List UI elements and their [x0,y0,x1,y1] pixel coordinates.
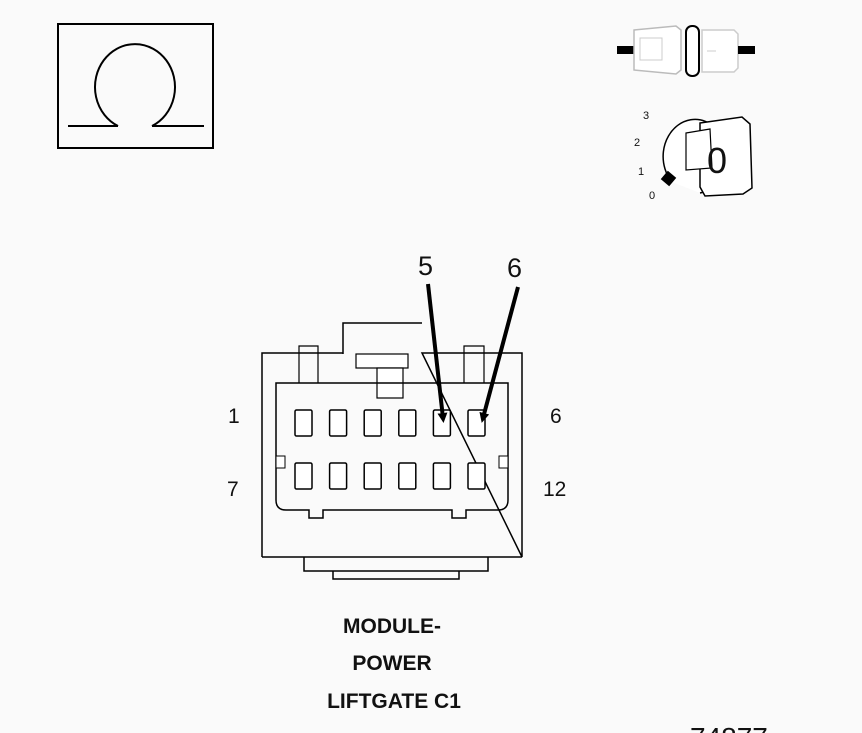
callout-arrow-6 [479,286,520,423]
ohmmeter-icon [57,23,214,149]
connector-title-line-2: POWER [352,652,431,675]
ignition-position-1: 1 [638,166,644,178]
pin-3 [363,409,382,437]
pin-callouts: 5 6 [418,251,522,423]
row-label-bottom-right: 12 [543,478,566,501]
ignition-switch-icon: 3 2 1 0 0 [634,110,753,202]
pin-2 [328,409,348,437]
pin-9 [363,462,382,490]
ignition-position-3: 3 [643,110,649,122]
connector-pins [294,409,486,490]
pin-12 [467,462,486,490]
pin-11 [432,462,452,490]
pin-7 [294,462,313,490]
callout-label-5: 5 [418,251,433,281]
figure-number: 74877 [690,722,768,733]
pin-1 [294,409,313,437]
connector-title-line-3: LIFTGATE C1 [327,690,461,713]
row-label-top-left: 1 [228,405,240,428]
disconnected-connector-icon [617,25,755,77]
connector-title-line-1: MODULE- [343,615,441,638]
callout-arrow-5 [426,283,448,423]
ignition-position-2: 2 [634,137,640,149]
pin-10 [398,462,417,490]
pin-8 [328,462,348,490]
ignition-position-0: 0 [649,190,655,202]
row-label-bottom-left: 7 [227,478,239,501]
ignition-key-label: 0 [707,140,727,181]
row-label-top-right: 6 [550,405,562,428]
pin-4 [398,409,417,437]
connector-face [261,322,523,580]
callout-label-6: 6 [507,253,522,283]
